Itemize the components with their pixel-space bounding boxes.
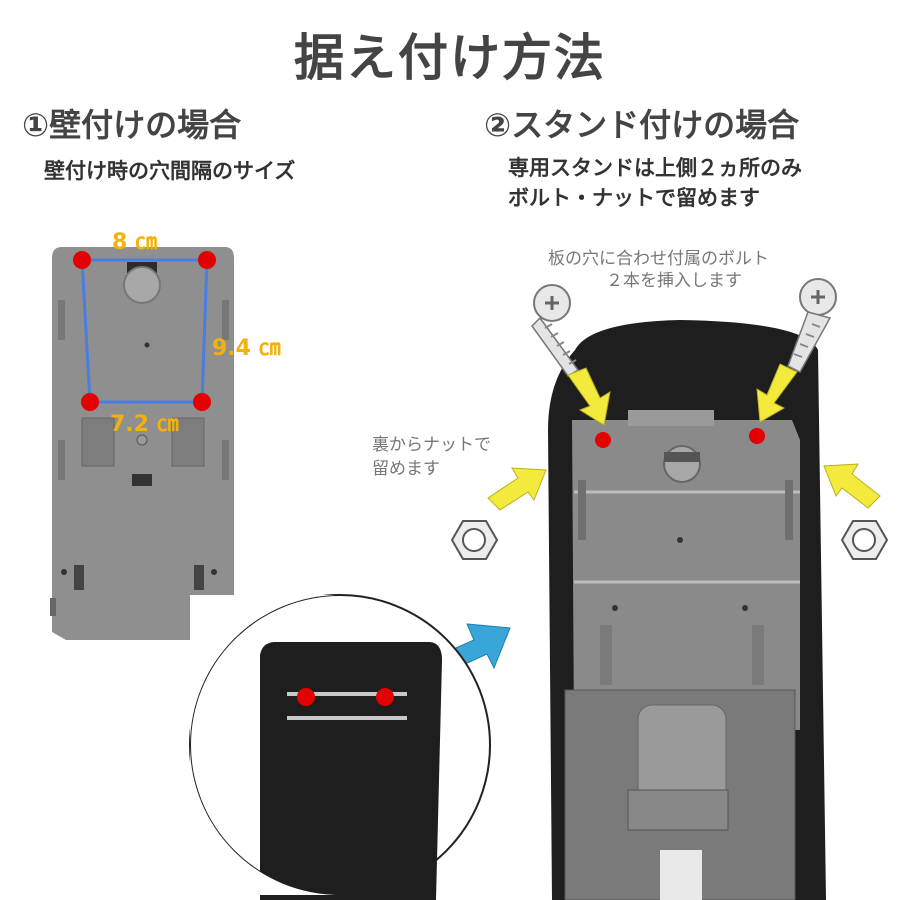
dimension-side-label: 9.4 ㎝: [212, 336, 281, 361]
stand-body: [548, 320, 826, 900]
yellow-arrow-icon: [487, 363, 881, 511]
bolt-note-line1: 板の穴に合わせ付属のボルト: [548, 249, 769, 269]
nut-icon: [450, 520, 499, 560]
stand-desc-line2: ボルト・ナットで留めます: [508, 186, 760, 210]
nut-note-line2: 留めます: [372, 459, 440, 479]
zoom-detail: [189, 594, 491, 900]
stand-mount-heading: ②スタンド付けの場合: [484, 106, 800, 144]
wall-back-plate: [50, 247, 234, 640]
bolt-note-line2: ２本を挿入します: [606, 271, 742, 291]
hole-marker: [73, 251, 91, 269]
stand-hole-marker: [749, 428, 765, 444]
hole-marker: [198, 251, 216, 269]
wall-mount-heading: ①壁付けの場合: [22, 106, 242, 144]
nut-icon: [840, 520, 889, 560]
wall-mount-subheading: 壁付け時の穴間隔のサイズ: [44, 159, 296, 183]
bolt-icon: [787, 278, 837, 373]
dimension-bottom-label: 7.2 ㎝: [110, 412, 179, 437]
hole-marker: [81, 393, 99, 411]
dimension-top-label: 8 ㎝: [112, 230, 157, 255]
stand-hole-marker: [595, 432, 611, 448]
bolt-icon: [531, 284, 580, 377]
hole-marker: [193, 393, 211, 411]
stand-desc-line1: 専用スタンドは上側２ヵ所のみ: [508, 156, 802, 180]
nut-note-line1: 裏からナットで: [372, 435, 491, 455]
page-title: 据え付け方法: [294, 29, 606, 87]
